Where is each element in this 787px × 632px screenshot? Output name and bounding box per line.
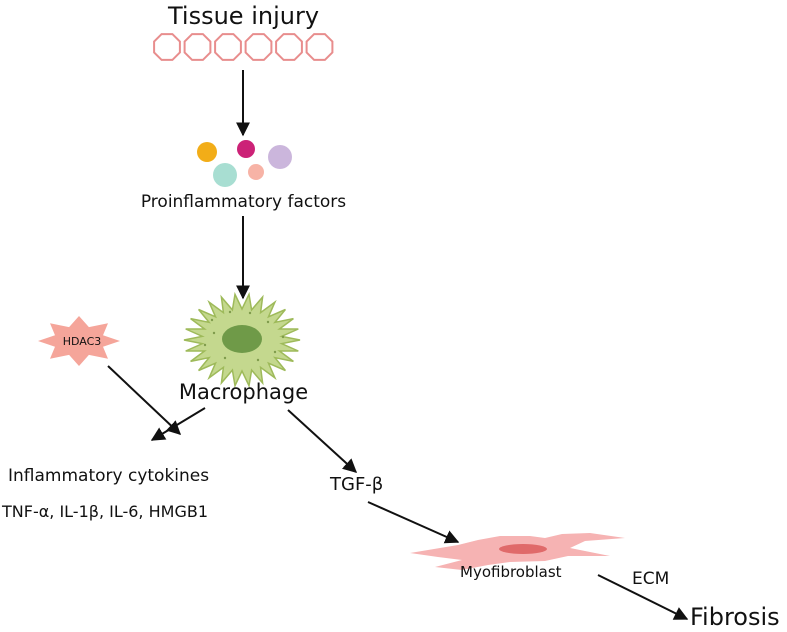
tissue-cell (214, 33, 242, 61)
cytokine-list-label: TNF-α, IL-1β, IL-6, HMGB1 (2, 502, 208, 521)
macrophage-speckle (281, 335, 285, 339)
proinflammatory-factor-dots-icon (197, 140, 292, 187)
hdac3-label: HDAC3 (62, 335, 102, 348)
tissue-cell (183, 33, 212, 61)
myofibroblast-nucleus (499, 544, 547, 554)
tissue-injury-label: Tissue injury (167, 2, 320, 30)
inflammatory-cytokines-label: Inflammatory cytokines (8, 466, 210, 486)
ecm-label: ECM (632, 569, 670, 589)
hdac3-star-icon (38, 316, 120, 366)
macrophage-speckle (273, 350, 277, 354)
factor-dot-teal (213, 163, 237, 187)
tissue-cell (153, 33, 181, 61)
tissue-cells-icon (153, 33, 334, 61)
macrophage-speckle (210, 318, 214, 322)
fibrosis-label: Fibrosis (690, 603, 780, 631)
macrophage-speckles (203, 310, 285, 362)
arrow-tgfb-to-myofibroblast (367, 501, 460, 544)
factor-dot-magenta (237, 140, 255, 158)
factor-dot-salmon (248, 164, 264, 180)
arrow-macrophage-to-tgfb (287, 409, 358, 473)
tissue-cell (305, 33, 334, 61)
factor-dot-orange (197, 142, 217, 162)
macrophage-cell-icon (183, 291, 301, 389)
proinflammatory-factors-label: Proinflammatory factors (140, 192, 347, 212)
macrophage-speckle (256, 358, 260, 362)
tgf-beta-label: TGF-β (330, 474, 384, 495)
macrophage-speckle (223, 356, 227, 360)
macrophage-speckle (228, 310, 232, 314)
macrophage-nucleus (222, 325, 262, 353)
tissue-cell (244, 33, 273, 61)
macrophage-speckle (203, 343, 207, 347)
myofibroblast-cell-icon (410, 533, 625, 570)
arrow-hdac3-to-cytokines (107, 365, 182, 435)
macrophage-speckle (212, 331, 216, 335)
arrow-myofibroblast-to-fibrosis (597, 574, 689, 620)
myofibroblast-label: Myofibroblast (460, 563, 562, 581)
macrophage-speckle (266, 320, 270, 324)
tissue-cell (275, 33, 303, 61)
macrophage-label: Macrophage (178, 380, 309, 404)
factor-dot-lavender (268, 145, 292, 169)
arrow-macrophage-to-cytokines (150, 407, 206, 441)
macrophage-speckle (248, 311, 252, 315)
